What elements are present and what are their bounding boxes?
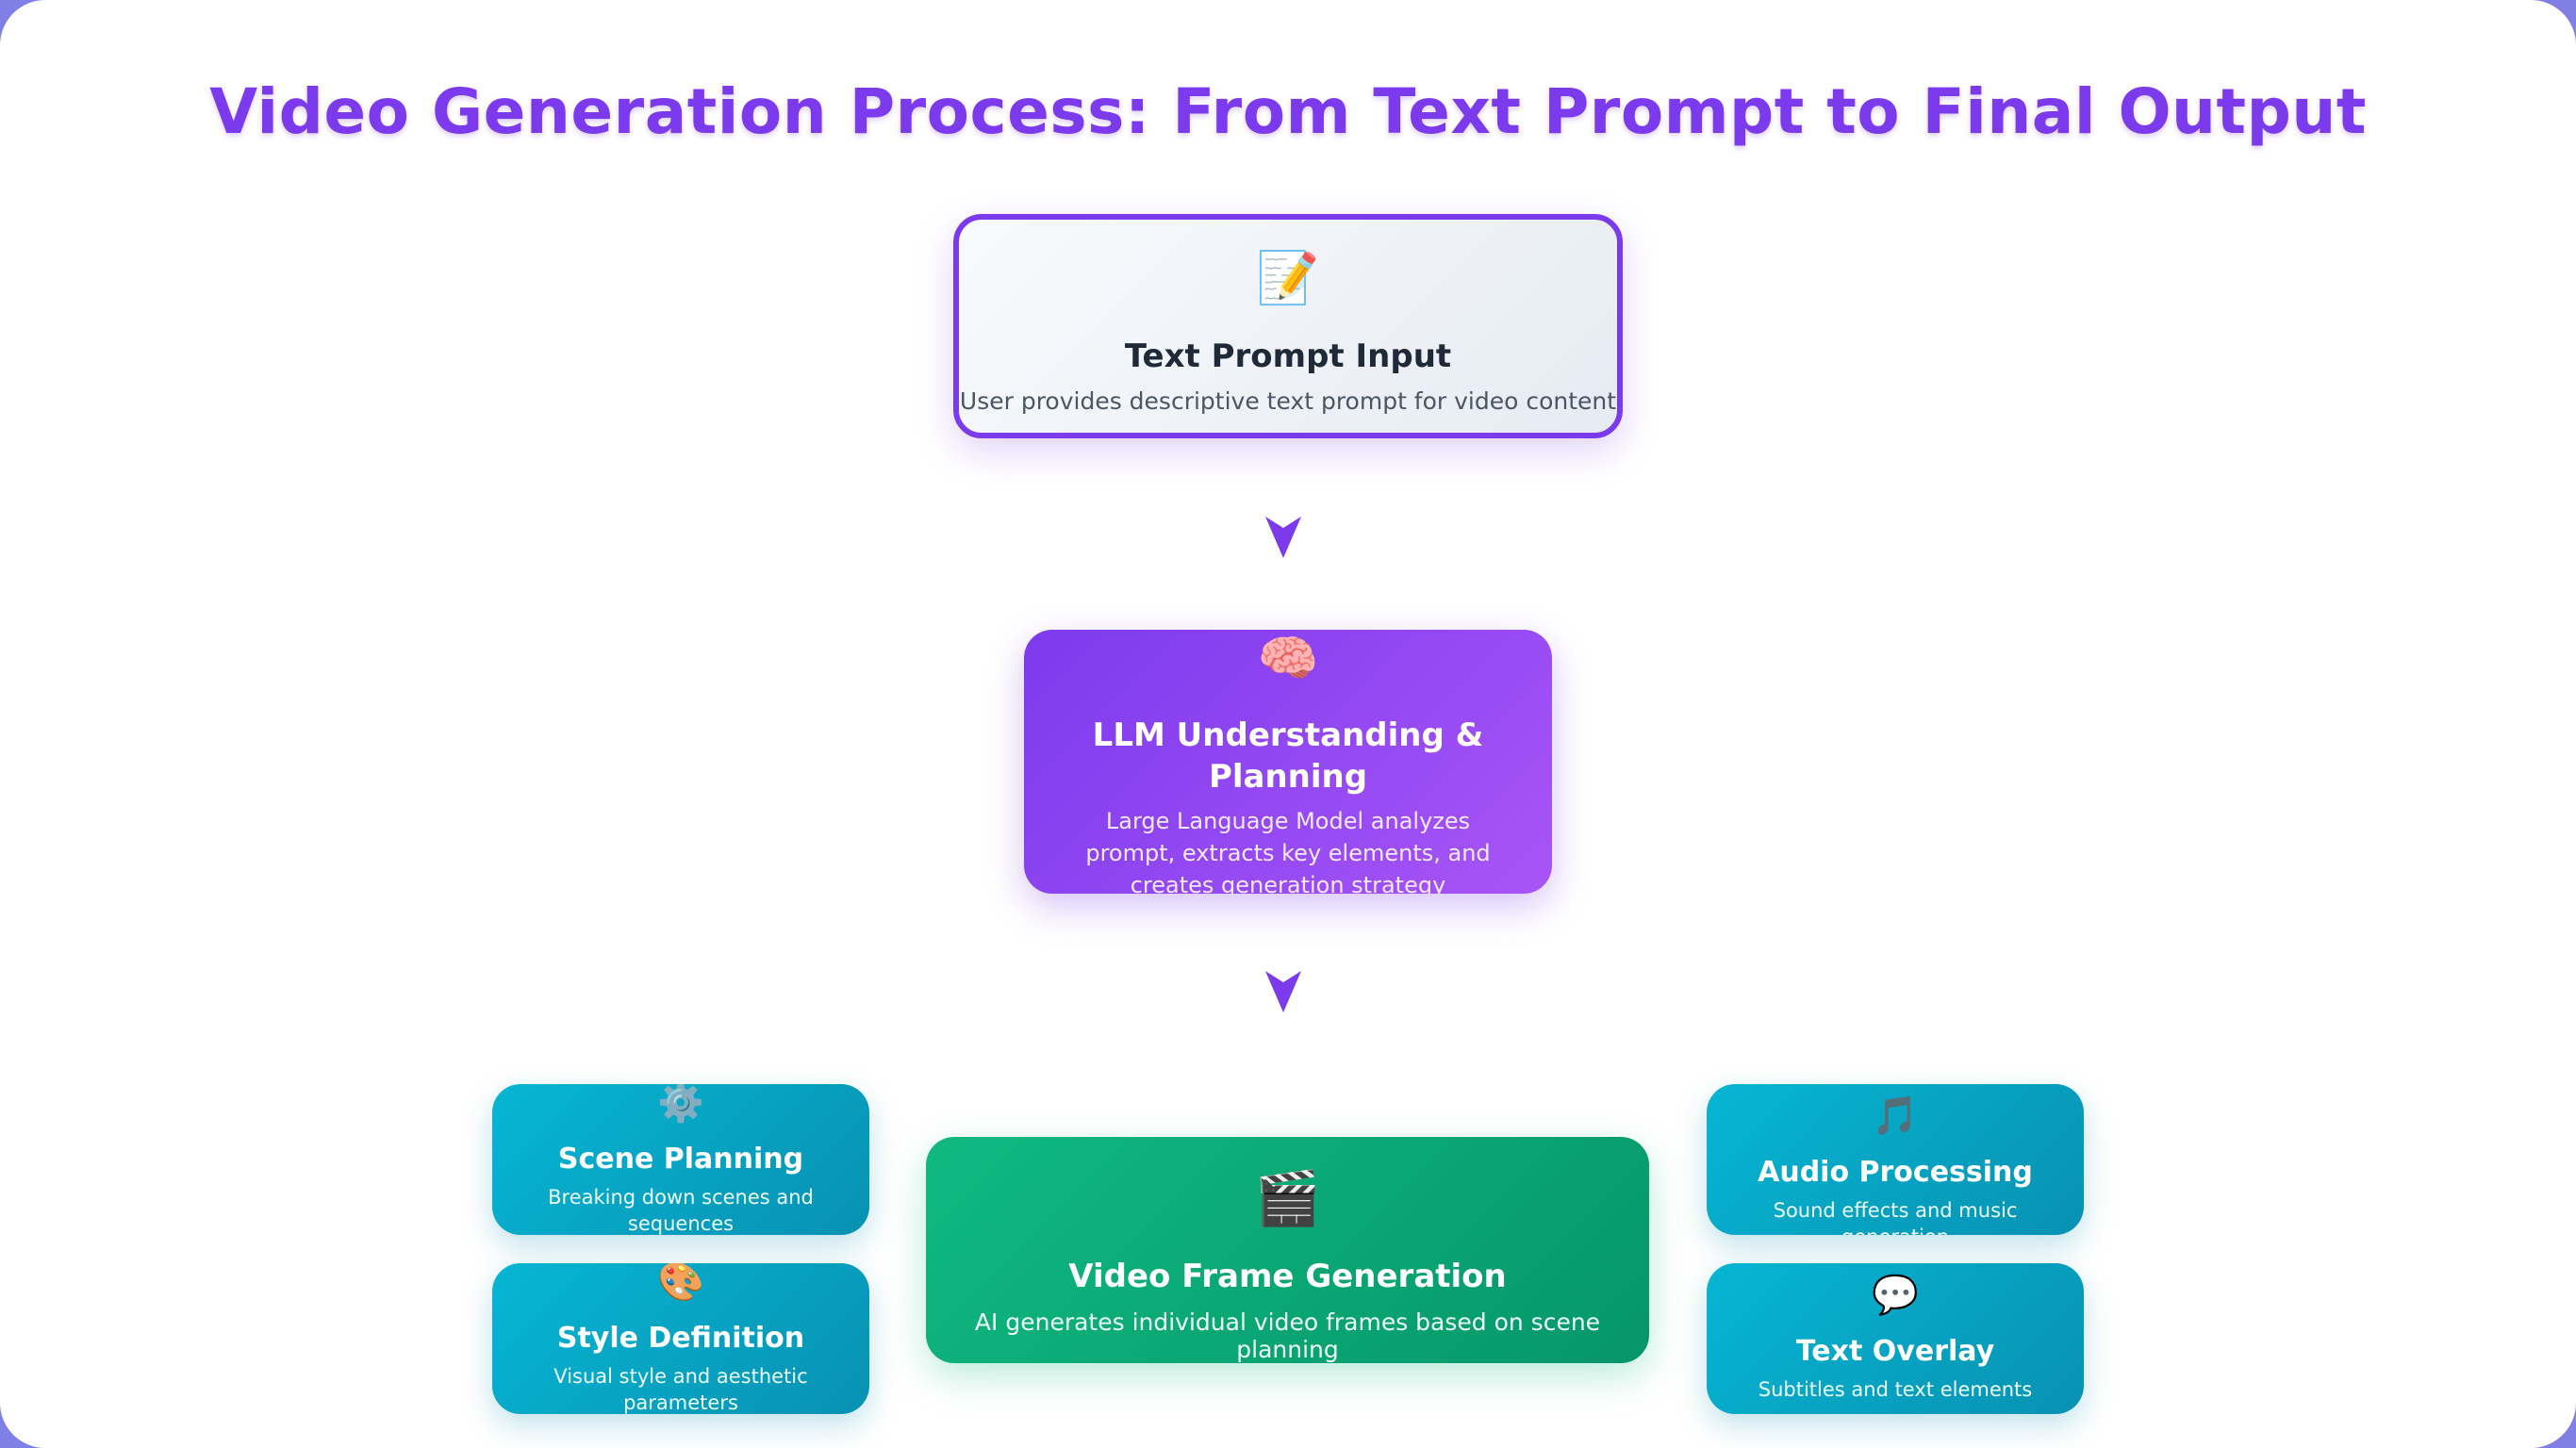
node-title: LLM Understanding & Planning [1092, 716, 1484, 796]
node-title: Video Frame Generation [1068, 1258, 1507, 1295]
page-title: Video Generation Process: From Text Prom… [209, 75, 2367, 148]
node-description: Sound effects and music generation [1773, 1199, 2018, 1235]
brain-icon: 🧠 [1257, 631, 1319, 687]
node-description: Visual style and aesthetic parameters [553, 1365, 808, 1414]
palette-icon: 🎨 [657, 1263, 704, 1304]
node-style-definition: 🎨 Style Definition Visual style and aest… [492, 1263, 869, 1414]
node-text-prompt-input: 📝 Text Prompt Input User provides descri… [953, 214, 1623, 438]
node-scene-planning: ⚙️ Scene Planning Breaking down scenes a… [492, 1084, 869, 1235]
node-video-frame-generation: 🎬 Video Frame Generation AI generates in… [926, 1137, 1649, 1363]
node-title: Scene Planning [557, 1143, 804, 1176]
arrowhead [1265, 517, 1301, 558]
node-title: Text Overlay [1795, 1335, 1995, 1368]
node-description: AI generates individual video frames bas… [974, 1308, 1601, 1363]
gear-icon: ⚙️ [657, 1084, 704, 1125]
node-llm-understanding: 🧠 LLM Understanding & Planning Large Lan… [1024, 630, 1552, 894]
clapper-board-icon: 🎬 [1254, 1168, 1321, 1229]
arrow-down-icon [1265, 971, 1301, 1012]
node-description: Subtitles and text elements [1758, 1378, 2033, 1401]
node-description: Breaking down scenes and sequences [548, 1186, 814, 1235]
node-title: Style Definition [556, 1322, 805, 1355]
memo-icon: 📝 [1256, 248, 1320, 307]
node-audio-processing: 🎵 Audio Processing Sound effects and mus… [1707, 1084, 2084, 1235]
node-title: Audio Processing [1758, 1156, 2033, 1189]
arrow-down-icon [1265, 517, 1301, 558]
node-title: Text Prompt Input [1124, 337, 1452, 375]
speech-bubble-icon: 💬 [1872, 1274, 1919, 1317]
node-description: User provides descriptive text prompt fo… [959, 387, 1617, 415]
arrowhead [1265, 971, 1301, 1012]
node-description: Large Language Model analyzes prompt, ex… [1085, 808, 1491, 894]
music-note-icon: 🎵 [1872, 1094, 1919, 1138]
node-text-overlay: 💬 Text Overlay Subtitles and text elemen… [1707, 1263, 2084, 1414]
